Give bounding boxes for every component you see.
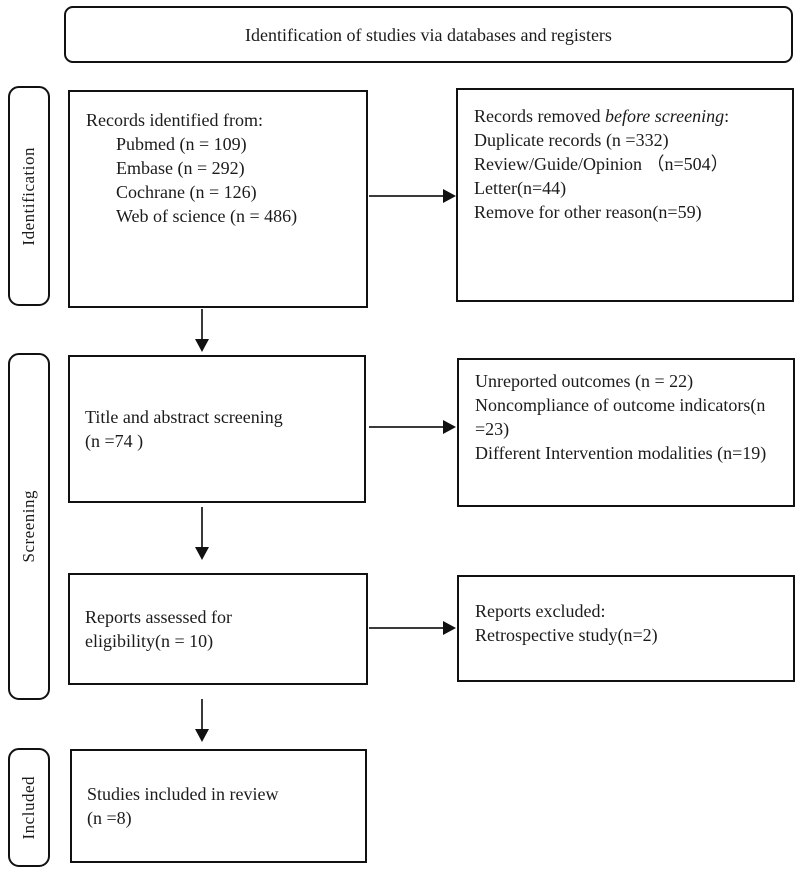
- arrow-shaft: [201, 507, 203, 549]
- stage-identification-label: Identification: [19, 146, 38, 246]
- studies-included-line: Studies included in review: [87, 784, 279, 804]
- screening-exclusion-line: Noncompliance of outcome indicators(n =2…: [475, 395, 766, 439]
- arrow-down-head-icon: [195, 547, 209, 560]
- arrow-identified-to-removed: [369, 189, 456, 203]
- arrow-screening-to-exclusions: [369, 420, 456, 434]
- stage-screening: Screening: [8, 353, 50, 700]
- arrow-right-head-icon: [443, 189, 456, 203]
- records-identified-title: Records identified from:: [86, 110, 263, 130]
- stage-included-label: Included: [19, 775, 38, 840]
- title-abstract-line: (n =74 ): [85, 431, 144, 451]
- records-identified-item: Embase (n = 292): [116, 158, 245, 178]
- arrow-shaft: [369, 426, 445, 428]
- screening-exclusion-line: Unreported outcomes (n = 22): [475, 371, 694, 391]
- arrow-shaft: [369, 195, 445, 197]
- studies-included-line: (n =8): [87, 808, 132, 828]
- arrow-shaft: [201, 699, 203, 731]
- arrow-right-head-icon: [443, 420, 456, 434]
- box-screening-exclusions: Unreported outcomes (n = 22) Noncomplian…: [457, 358, 795, 507]
- banner-title: Identification of studies via databases …: [245, 24, 612, 45]
- reports-excluded-line: Reports excluded:: [475, 601, 606, 621]
- reports-assessed-line: Reports assessed for: [85, 607, 232, 627]
- records-removed-line: Duplicate records (n =332): [474, 130, 669, 150]
- box-reports-assessed: Reports assessed for eligibility(n = 10): [68, 573, 368, 685]
- records-identified-item: Cochrane (n = 126): [116, 182, 257, 202]
- arrow-shaft: [201, 309, 203, 341]
- title-abstract-line: Title and abstract screening: [85, 407, 283, 427]
- box-records-removed: Records removed before screening: Duplic…: [456, 88, 794, 302]
- banner-box: Identification of studies via databases …: [64, 6, 793, 63]
- records-removed-line: Review/Guide/Opinion （n=504）: [474, 154, 729, 174]
- box-records-identified: Records identified from: Pubmed (n = 109…: [68, 90, 368, 308]
- records-identified-item: Web of science (n = 486): [116, 206, 298, 226]
- records-removed-line: Remove for other reason(n=59): [474, 202, 702, 222]
- records-removed-title: Records removed before screening:: [474, 104, 778, 128]
- records-removed-line: Letter(n=44): [474, 178, 567, 198]
- arrow-down-head-icon: [195, 729, 209, 742]
- stage-screening-label: Screening: [19, 490, 38, 563]
- arrow-down-head-icon: [195, 339, 209, 352]
- arrow-identified-to-screening: [195, 309, 209, 352]
- records-removed-title-italic: before screening: [604, 106, 725, 126]
- box-title-abstract-screening: Title and abstract screening (n =74 ): [68, 355, 366, 503]
- stage-identification: Identification: [8, 86, 50, 306]
- screening-exclusion-line: Different Intervention modalities (n=19): [475, 443, 767, 463]
- records-removed-title-suffix: :: [724, 106, 730, 126]
- reports-excluded-line: Retrospective study(n=2): [475, 625, 658, 645]
- arrow-right-head-icon: [443, 621, 456, 635]
- records-identified-item: Pubmed (n = 109): [116, 134, 247, 154]
- box-reports-excluded: Reports excluded: Retrospective study(n=…: [457, 575, 795, 682]
- box-studies-included: Studies included in review (n =8): [70, 749, 367, 863]
- arrow-assessed-to-included: [195, 699, 209, 742]
- stage-included: Included: [8, 748, 50, 867]
- arrow-assessed-to-excluded: [369, 621, 456, 635]
- records-removed-title-prefix: Records removed: [474, 106, 605, 126]
- reports-assessed-line: eligibility(n = 10): [85, 631, 214, 651]
- arrow-screening-to-assessed: [195, 507, 209, 560]
- arrow-shaft: [369, 627, 445, 629]
